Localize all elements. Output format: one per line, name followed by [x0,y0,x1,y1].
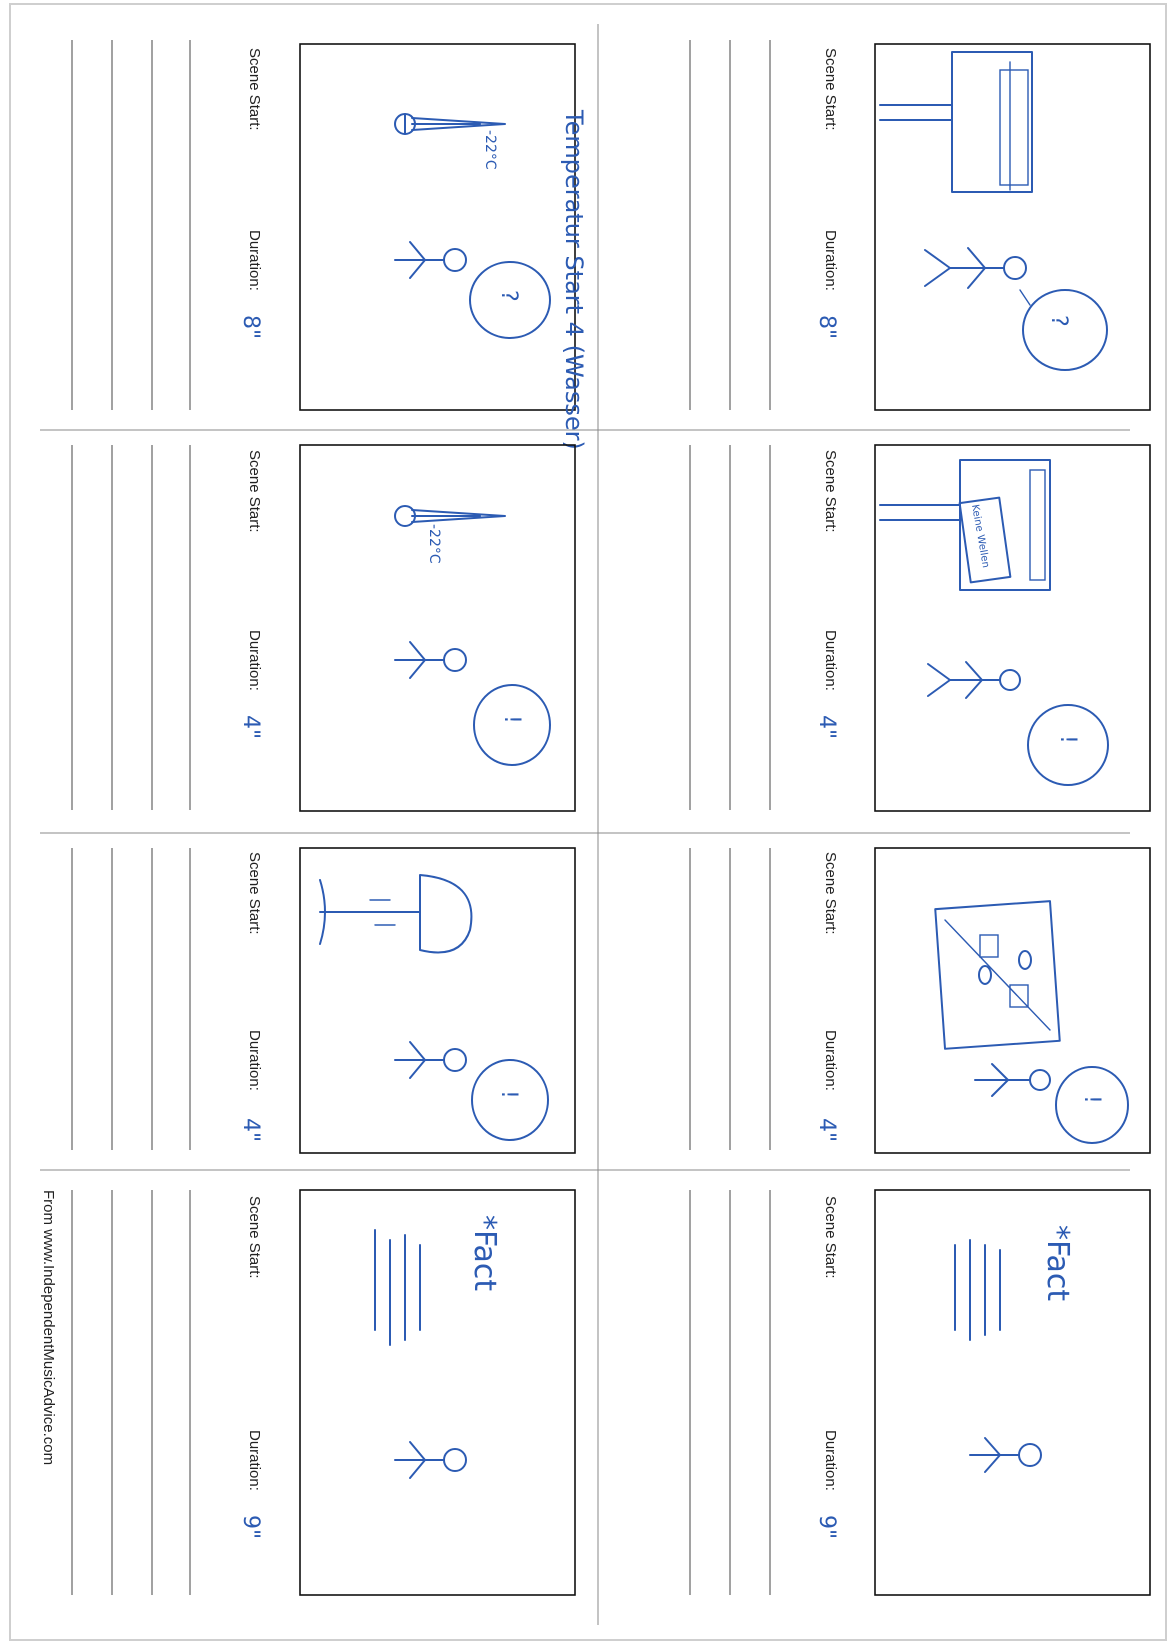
panel-frame [300,44,575,410]
duration-value: 9" [238,1515,263,1539]
panel-frame [300,848,575,1153]
scene-start-label: Scene Start: [822,1196,839,1279]
svg-text:?: ? [496,290,521,302]
thermometer-sketch [395,506,505,526]
handwritten-title: Temperatur Start 4 (Wasser) [560,109,588,450]
panel-lower-1: Scene Start: Duration: 8" -22°C ? Temper… [72,40,588,450]
stick-figure-sketch [395,1442,466,1478]
sign-sketch: Keine Wellen [880,460,1050,590]
stick-figure-sketch [395,242,466,278]
duration-label: Duration: [246,630,263,691]
stick-figure-sketch [975,1064,1050,1096]
panel-frame [875,1190,1150,1595]
panel-upper-3: Scene Start: Duration: 4" ! [690,848,1150,1153]
duration-label: Duration: [246,230,263,291]
duration-value: 4" [238,715,263,739]
scene-start-label: Scene Start: [822,450,839,533]
thought-bubble-sketch: ? [470,262,550,338]
scene-start-label: Scene Start: [246,852,263,935]
duration-label: Duration: [822,230,839,291]
thought-bubble-sketch: ! [474,685,550,765]
duration-value: 8" [238,315,263,339]
billboard-sketch [880,52,1032,192]
stick-figure-sketch [395,1042,466,1078]
temperature-label: -22°C [426,524,442,564]
svg-text:?: ? [1046,315,1071,327]
panel-lower-3: Scene Start: Duration: 4" ! [72,848,575,1153]
panel-frame [300,1190,575,1595]
duration-value: 4" [814,715,839,739]
duration-value: 4" [814,1118,839,1142]
thought-bubble-sketch: ! [1056,1067,1128,1143]
footer-source: From www.IndependentMusicAdvice.com [40,1190,57,1465]
svg-text:!: ! [496,1090,521,1099]
panel-lower-2: Scene Start: Duration: 4" -22°C ! [72,445,575,811]
duration-value: 9" [814,1515,839,1539]
duration-label: Duration: [246,1030,263,1091]
svg-text:!: ! [499,715,524,724]
panel-upper-4: Scene Start: Duration: 9" *Fact [690,1190,1150,1595]
duration-label: Duration: [822,630,839,691]
duration-label: Duration: [822,1030,839,1091]
thought-bubble-sketch: ! [1028,705,1108,785]
scene-start-label: Scene Start: [246,1196,263,1279]
thought-bubble-sketch: ! [472,1060,548,1140]
stick-figure-sketch [925,248,1026,288]
fact-marker: *Fact [467,1215,502,1291]
fact-marker: *Fact [1040,1225,1075,1301]
stick-figure-sketch [928,662,1020,698]
temperature-label: -22°C [482,130,498,170]
panel-frame [875,44,1150,410]
shower-sketch [320,875,471,953]
panel-upper-2: Scene Start: Duration: 4" Keine Wellen ! [690,445,1150,811]
scene-start-label: Scene Start: [822,852,839,935]
text-lines-sketch [955,1240,1000,1340]
text-lines-sketch [375,1230,420,1345]
duration-label: Duration: [246,1430,263,1491]
stick-figure-sketch [970,1438,1041,1472]
panel-frame [875,445,1150,811]
panel-upper-1: Scene Start: Duration: 8" ? [690,40,1150,410]
panel-frame [875,848,1150,1153]
scene-start-label: Scene Start: [246,450,263,533]
duration-value: 4" [238,1118,263,1142]
scene-start-label: Scene Start: [822,48,839,131]
duration-value: 8" [814,315,839,339]
duration-label: Duration: [822,1430,839,1491]
panel-frame [300,445,575,811]
thought-bubble-sketch: ? [1020,290,1107,370]
svg-text:!: ! [1079,1095,1104,1104]
scene-start-label: Scene Start: [246,48,263,131]
svg-text:!: ! [1055,735,1080,744]
panel-lower-4: Scene Start: Duration: 9" *Fact [72,1190,575,1595]
sign-text: Keine Wellen [969,504,991,569]
map-sketch [935,901,1059,1049]
stick-figure-sketch [395,642,466,678]
